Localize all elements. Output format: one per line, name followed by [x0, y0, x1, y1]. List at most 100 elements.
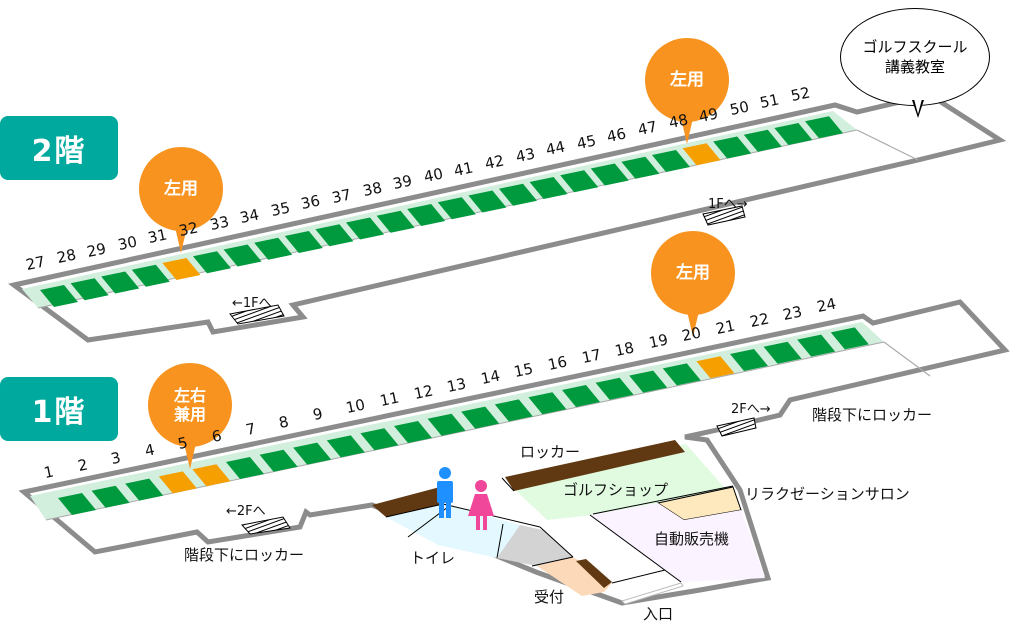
- bay-28[interactable]: [70, 278, 109, 301]
- bay-number-35: 35: [269, 198, 292, 220]
- pin-1f-bay-4-5: 左右 兼用: [148, 363, 232, 447]
- bay-27[interactable]: [40, 285, 78, 307]
- vending-label[interactable]: 自動販売機: [654, 530, 730, 548]
- locker-bar-main: [505, 440, 685, 491]
- golf-shop-label[interactable]: ゴルフショップ: [563, 481, 669, 499]
- bay-43[interactable]: [529, 177, 568, 199]
- bay-13[interactable]: [461, 406, 500, 429]
- locker-bar-toilet: [372, 487, 443, 517]
- bay-34[interactable]: [254, 237, 293, 260]
- bay-46[interactable]: [621, 156, 660, 179]
- reception-label[interactable]: 受付: [534, 588, 565, 606]
- bay-17[interactable]: [595, 377, 634, 400]
- pin-2f-bay-31: 左用: [139, 147, 223, 231]
- bay-41[interactable]: [468, 190, 507, 213]
- bay-29[interactable]: [101, 271, 140, 294]
- reception-counter: [576, 559, 612, 588]
- bay-number-29: 29: [85, 238, 108, 261]
- bay-number-49: 49: [697, 103, 720, 126]
- bay-number-12: 12: [411, 381, 435, 403]
- bay-50[interactable]: [743, 129, 782, 152]
- entrance-door[interactable]: [621, 582, 684, 605]
- bay-7[interactable]: [259, 449, 298, 472]
- bay-40[interactable]: [437, 197, 476, 220]
- bay-5[interactable]: [192, 464, 231, 487]
- bay-48[interactable]: [682, 143, 721, 166]
- pin-2f-bay-48: 左用: [645, 38, 729, 122]
- bay-36[interactable]: [315, 224, 354, 247]
- locker-under-stairs-right-label: 階段下にロッカー: [812, 406, 933, 424]
- bay-51[interactable]: [774, 123, 813, 145]
- bay-19[interactable]: [662, 363, 701, 386]
- reception-area[interactable]: [537, 557, 612, 596]
- bay-number-38: 38: [360, 178, 384, 200]
- toilet-label[interactable]: トイレ: [410, 549, 456, 567]
- bay-23[interactable]: [797, 334, 836, 357]
- bay-number-23: 23: [781, 302, 804, 324]
- bay-47[interactable]: [652, 150, 690, 172]
- bay-52[interactable]: [805, 116, 843, 139]
- bay-18[interactable]: [629, 370, 668, 393]
- floor-2f-plan: [8, 92, 1007, 343]
- bay-14[interactable]: [494, 399, 533, 422]
- bay-32[interactable]: [193, 251, 231, 274]
- stairs-1f-left[interactable]: [241, 516, 291, 535]
- bay-11[interactable]: [394, 421, 432, 443]
- bay-38[interactable]: [376, 210, 415, 233]
- bay-number-50: 50: [728, 97, 751, 119]
- female-toilet-icon: [468, 480, 494, 530]
- bay-33[interactable]: [223, 244, 262, 267]
- relaxation-salon-label[interactable]: リラクゼーションサロン: [745, 485, 910, 503]
- locker-label: ロッカー: [520, 443, 581, 461]
- bay-31[interactable]: [162, 258, 201, 280]
- gray-room: [497, 525, 573, 566]
- male-toilet-icon: [437, 467, 453, 518]
- bay-number-41: 41: [452, 157, 476, 180]
- bay-2[interactable]: [91, 485, 130, 508]
- bay-15[interactable]: [528, 392, 567, 415]
- bay-45[interactable]: [590, 163, 629, 186]
- bay-number-17: 17: [579, 345, 603, 367]
- bay-49[interactable]: [713, 136, 752, 159]
- bay-39[interactable]: [407, 204, 446, 226]
- bay-30[interactable]: [131, 264, 170, 287]
- vending-area[interactable]: [590, 503, 765, 582]
- bay-number-33: 33: [207, 211, 231, 234]
- bay-6[interactable]: [226, 457, 264, 479]
- stairs-2f-right[interactable]: [702, 205, 746, 226]
- stairs-1f-right[interactable]: [716, 417, 757, 437]
- entrance-label[interactable]: 入口: [643, 605, 674, 623]
- bay-number-37: 37: [330, 184, 353, 207]
- locker-under-stairs-left-label: 階段下にロッカー: [184, 546, 305, 564]
- bay-12[interactable]: [427, 413, 466, 436]
- bay-44[interactable]: [560, 170, 599, 193]
- bay-35[interactable]: [284, 231, 323, 253]
- bay-number-42: 42: [483, 151, 506, 173]
- floor-2f-bays: [40, 116, 843, 307]
- stairs-2f-left-label: ←1Fへ: [232, 296, 272, 311]
- stairs-1f-right-label: 2Fへ→: [731, 402, 771, 417]
- bay-8[interactable]: [293, 442, 332, 465]
- floor-2-badge[interactable]: 2階: [0, 116, 118, 180]
- bay-37[interactable]: [346, 217, 384, 240]
- bay-3[interactable]: [125, 478, 164, 501]
- floor-1-badge[interactable]: 1階: [0, 377, 118, 441]
- bay-4[interactable]: [158, 471, 197, 494]
- bay-number-13: 13: [445, 374, 468, 396]
- floor-2f-wall: [8, 92, 1007, 343]
- bay-42[interactable]: [499, 183, 537, 206]
- floor-1f-bays: [58, 327, 869, 515]
- pin-1f-bay-20: 左用: [651, 231, 735, 315]
- bay-16[interactable]: [562, 385, 600, 407]
- bay-22[interactable]: [763, 341, 802, 364]
- bay-10[interactable]: [360, 428, 399, 451]
- bay-20[interactable]: [696, 356, 735, 379]
- stairs-2f-right-label: 1Fへ→: [708, 197, 748, 212]
- bay-1[interactable]: [58, 493, 96, 515]
- bay-24[interactable]: [830, 327, 869, 350]
- bay-21[interactable]: [730, 349, 768, 371]
- stairs-2f-left[interactable]: [229, 304, 285, 325]
- bay-9[interactable]: [326, 435, 365, 458]
- floor-1f-plan: [18, 299, 1010, 606]
